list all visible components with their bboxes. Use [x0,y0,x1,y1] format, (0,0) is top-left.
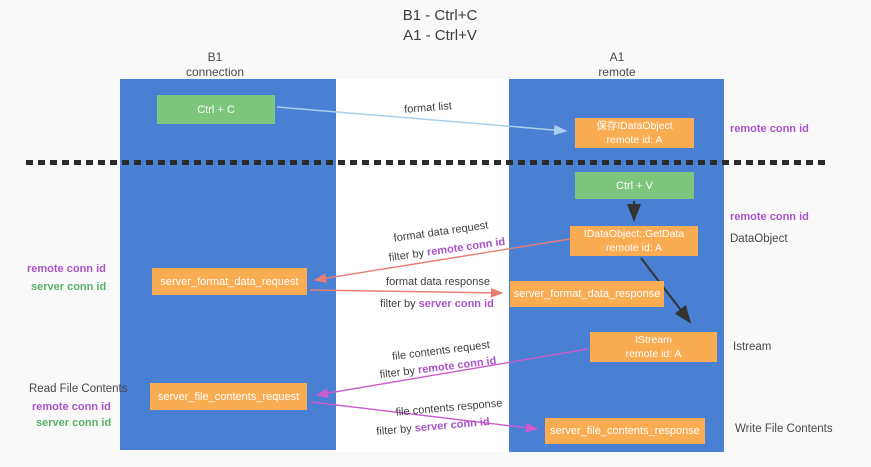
server-format-data-request-box: server_format_data_request [152,268,307,295]
server-file-contents-response-box: server_file_contents_response [545,418,705,444]
server-file-contents-request-box: server_file_contents_request [150,383,307,410]
diagram-title: B1 - Ctrl+C A1 - Ctrl+V [300,6,580,46]
middle-band [336,79,509,452]
title-line-1: B1 - Ctrl+C [402,7,478,24]
column-a1-name: A1 [609,50,625,64]
filter-by-server-conn-id-label-1: filter by server conn id [352,298,522,310]
phase-divider-dashed-line [26,160,830,165]
remote-conn-id-label-left-1: remote conn id [27,263,106,275]
title-line-2: A1 - Ctrl+V [403,27,477,44]
column-header-b1: B1 connection [155,50,275,80]
getdata-line1: IDataObject::GetData [583,228,685,240]
server-conn-id-label-left-1: server conn id [31,281,107,293]
idataobject-getdata-box: IDataObject::GetData remote id: A [570,226,698,256]
istream-box: IStream remote id: A [590,332,717,362]
remote-conn-id-label-mid-right: remote conn id [730,211,809,223]
istream-line1: IStream [635,334,672,346]
dataobject-label: DataObject [730,233,788,245]
column-b1-name: B1 [207,50,223,64]
ctrl-v-box: Ctrl + V [575,172,694,199]
server-conn-id-label-left-2: server conn id [36,417,112,429]
write-file-contents-label: Write File Contents [735,423,833,435]
server-conn-id-text: server conn id [418,298,494,310]
getdata-line2: remote id: A [605,242,663,254]
column-header-a1: A1 remote [557,50,677,80]
remote-conn-id-label-left-2: remote conn id [32,401,111,413]
istream-line2: remote id: A [625,348,682,360]
filter-by-text: filter by [380,298,416,310]
column-b1-role: connection [185,65,245,79]
remote-conn-id-label-top-right: remote conn id [730,123,809,135]
ctrl-c-box: Ctrl + C [157,95,275,124]
save-idataobject-line2: remote id: A [606,134,663,146]
save-idataobject-line1: 保存IDataObject [596,120,673,132]
istream-label: Istream [733,341,772,353]
format-data-response-label: format data response [386,276,490,288]
server-format-data-response-box: server_format_data_response [510,281,664,307]
read-file-contents-label: Read File Contents [29,383,128,395]
column-a1-role: remote [598,65,636,79]
save-idataobject-box: 保存IDataObject remote id: A [575,118,694,148]
